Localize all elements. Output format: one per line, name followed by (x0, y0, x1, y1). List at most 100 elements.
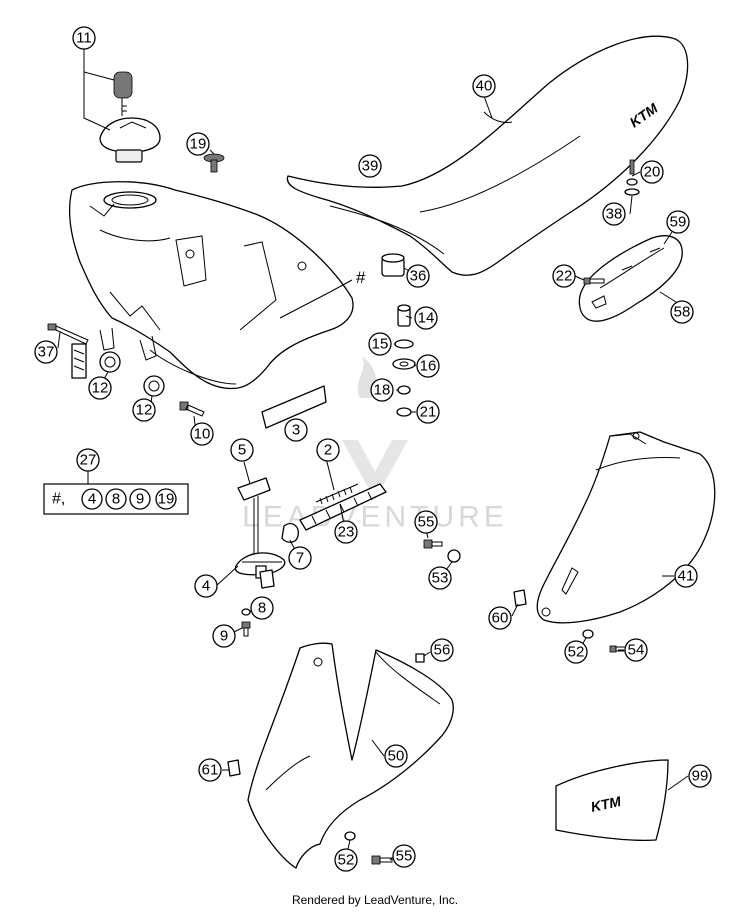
svg-text:3: 3 (292, 422, 300, 439)
callout-4: 4 (194, 574, 218, 598)
kit-member-8: 8 (105, 488, 127, 510)
svg-text:16: 16 (420, 358, 437, 375)
seat: KTM (286, 35, 689, 276)
callout-3: 3 (284, 418, 308, 442)
callout-59: 59 (666, 210, 690, 234)
kit-member-19: 19 (155, 488, 177, 510)
callout-54: 54 (624, 638, 648, 662)
callout-10: 10 (190, 422, 214, 446)
kit-member-4: 4 (81, 488, 103, 510)
svg-text:53: 53 (432, 570, 449, 587)
part-9-screw (241, 621, 251, 637)
svg-text:14: 14 (418, 310, 435, 327)
callout-8: 8 (250, 596, 274, 620)
svg-text:60: 60 (492, 610, 509, 627)
callout-55-lower: 55 (392, 844, 416, 868)
svg-text:15: 15 (372, 336, 389, 353)
svg-text:41: 41 (678, 568, 695, 585)
svg-text:19: 19 (158, 491, 175, 508)
part-55-screw-lower (371, 855, 393, 865)
callout-9: 9 (212, 624, 236, 648)
svg-text:23: 23 (338, 524, 355, 541)
kit-member-9: 9 (129, 488, 151, 510)
callout-50: 50 (384, 744, 408, 768)
decal-99: KTM (555, 759, 669, 842)
side-cover (536, 431, 716, 624)
part-52-grommet-lower (344, 831, 356, 841)
hardware-stack (392, 304, 416, 417)
svg-text:20: 20 (644, 164, 661, 181)
svg-text:22: 22 (556, 268, 573, 285)
callout-22: 22 (552, 264, 576, 288)
part-19-screw (203, 153, 225, 173)
callout-20: 20 (640, 160, 664, 184)
callout-23: 23 (334, 520, 358, 544)
part-12-grommet-b (143, 375, 165, 397)
callout-14: 14 (414, 306, 438, 330)
part-54-screw (609, 645, 627, 653)
callout-11: 11 (72, 26, 96, 50)
toolbag (578, 235, 683, 322)
kit-prefix: #, (52, 491, 65, 508)
svg-text:55: 55 (396, 848, 413, 865)
svg-text:19: 19 (190, 136, 207, 153)
callout-37: 37 (34, 340, 58, 364)
spoiler (247, 642, 454, 869)
callout-53: 53 (428, 566, 452, 590)
callout-16: 16 (416, 354, 440, 378)
part-22-screw (583, 277, 605, 285)
svg-text:9: 9 (220, 628, 228, 645)
svg-text:8: 8 (258, 600, 266, 617)
svg-text:40: 40 (476, 78, 493, 95)
part-56-nut (415, 653, 425, 663)
part-55-screw-upper (423, 539, 443, 549)
svg-text:99: 99 (692, 768, 709, 785)
callout-36: 36 (406, 264, 430, 288)
svg-text:4: 4 (202, 578, 210, 595)
svg-text:5: 5 (238, 442, 246, 459)
svg-text:9: 9 (136, 491, 144, 508)
tank-cap (99, 117, 161, 163)
callout-39: 39 (358, 154, 382, 178)
part-37-bolt (47, 323, 89, 379)
callout-21: 21 (416, 400, 440, 424)
callout-5: 5 (230, 438, 254, 462)
svg-text:4: 4 (88, 491, 96, 508)
watermark-text: LEADVENTURE (242, 501, 508, 534)
part-60-clip (513, 589, 527, 607)
callout-40: 40 (472, 74, 496, 98)
svg-text:37: 37 (38, 344, 55, 361)
part-53-bushing (447, 549, 461, 563)
callout-12-a: 12 (88, 376, 112, 400)
callout-61: 61 (198, 758, 222, 782)
callout-18: 18 (370, 378, 394, 402)
svg-text:36: 36 (410, 268, 427, 285)
callout-27: 27 (76, 448, 100, 472)
svg-text:21: 21 (420, 404, 437, 421)
part-52-grommet-right (582, 629, 594, 639)
svg-text:52: 52 (338, 852, 355, 869)
key (113, 71, 133, 116)
part-10-bolt (179, 401, 205, 417)
callout-2: 2 (316, 438, 340, 462)
hash-mark: # (356, 268, 366, 287)
svg-text:56: 56 (434, 642, 451, 659)
part-3-sticker (261, 385, 327, 429)
callout-7: 7 (288, 546, 312, 570)
svg-text:7: 7 (296, 550, 304, 567)
callout-19: 19 (186, 132, 210, 156)
svg-text:50: 50 (388, 748, 405, 765)
part-12-grommet-a (99, 351, 121, 373)
callout-38: 38 (602, 202, 626, 226)
svg-text:12: 12 (136, 402, 153, 419)
svg-text:52: 52 (568, 644, 585, 661)
svg-text:11: 11 (76, 30, 92, 47)
footer-credit: Rendered by LeadVenture, Inc. (291, 893, 459, 907)
svg-text:55: 55 (418, 514, 435, 531)
decal-brand-mark: KTM (589, 793, 622, 815)
callout-41: 41 (674, 564, 698, 588)
callout-56: 56 (430, 638, 454, 662)
callout-52-right: 52 (564, 640, 588, 664)
fuel-tank (68, 181, 354, 390)
